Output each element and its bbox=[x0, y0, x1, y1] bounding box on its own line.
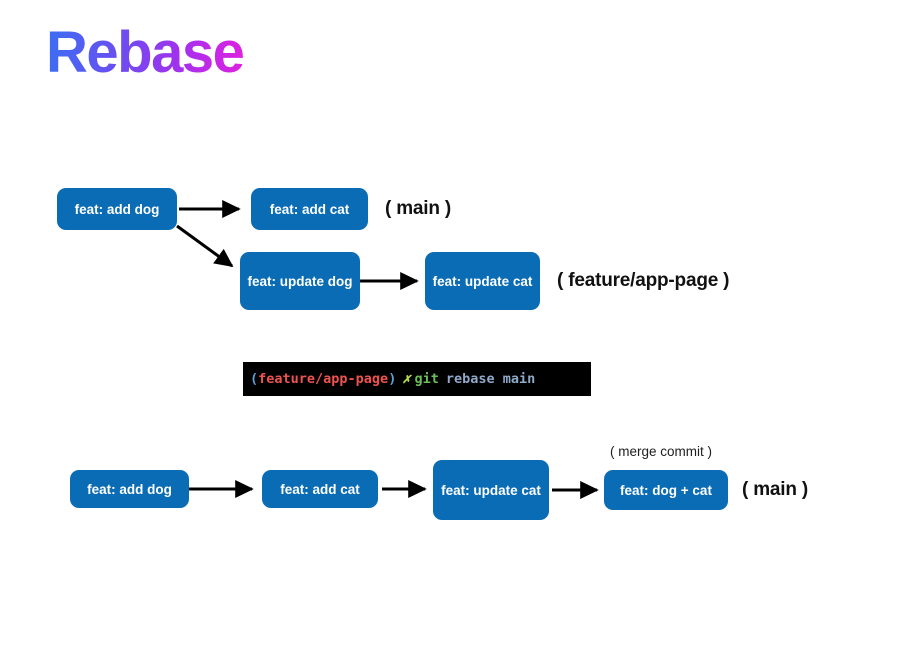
terminal-open-paren: ( bbox=[250, 371, 259, 387]
terminal-status-mark-icon: ✗ bbox=[402, 371, 411, 387]
merge-commit-note: ( merge commit ) bbox=[610, 444, 713, 459]
commit-node-add-dog-after[interactable]: feat: add dog bbox=[70, 470, 189, 508]
commit-node-update-dog-before[interactable]: feat: update dog bbox=[240, 252, 360, 310]
terminal-branch-name: feature/app-page bbox=[258, 371, 389, 387]
page-title: Rebase bbox=[46, 20, 245, 85]
branch-label-feature-app-page: ( feature/app-page ) bbox=[557, 270, 730, 291]
commit-node-update-cat-before[interactable]: feat: update cat bbox=[425, 252, 540, 310]
terminal-command-strip[interactable]: (feature/app-page) ✗git rebase main bbox=[243, 362, 591, 396]
commit-node-add-cat-after[interactable]: feat: add cat bbox=[262, 470, 378, 508]
branch-label-main-after: ( main ) bbox=[742, 479, 808, 500]
commit-node-add-dog-before[interactable]: feat: add dog bbox=[57, 188, 177, 230]
arrow-add-dog-to-update-dog bbox=[176, 224, 234, 268]
commit-node-dog-plus-cat-after[interactable]: feat: dog + cat bbox=[604, 470, 728, 510]
branch-label-main-before: ( main ) bbox=[385, 198, 451, 219]
terminal-close-paren: ) bbox=[388, 371, 397, 387]
commit-node-add-cat-before[interactable]: feat: add cat bbox=[251, 188, 368, 230]
terminal-arguments: rebase main bbox=[445, 371, 536, 387]
commit-node-update-cat-after[interactable]: feat: update cat bbox=[433, 460, 549, 520]
terminal-command: git bbox=[414, 371, 439, 387]
